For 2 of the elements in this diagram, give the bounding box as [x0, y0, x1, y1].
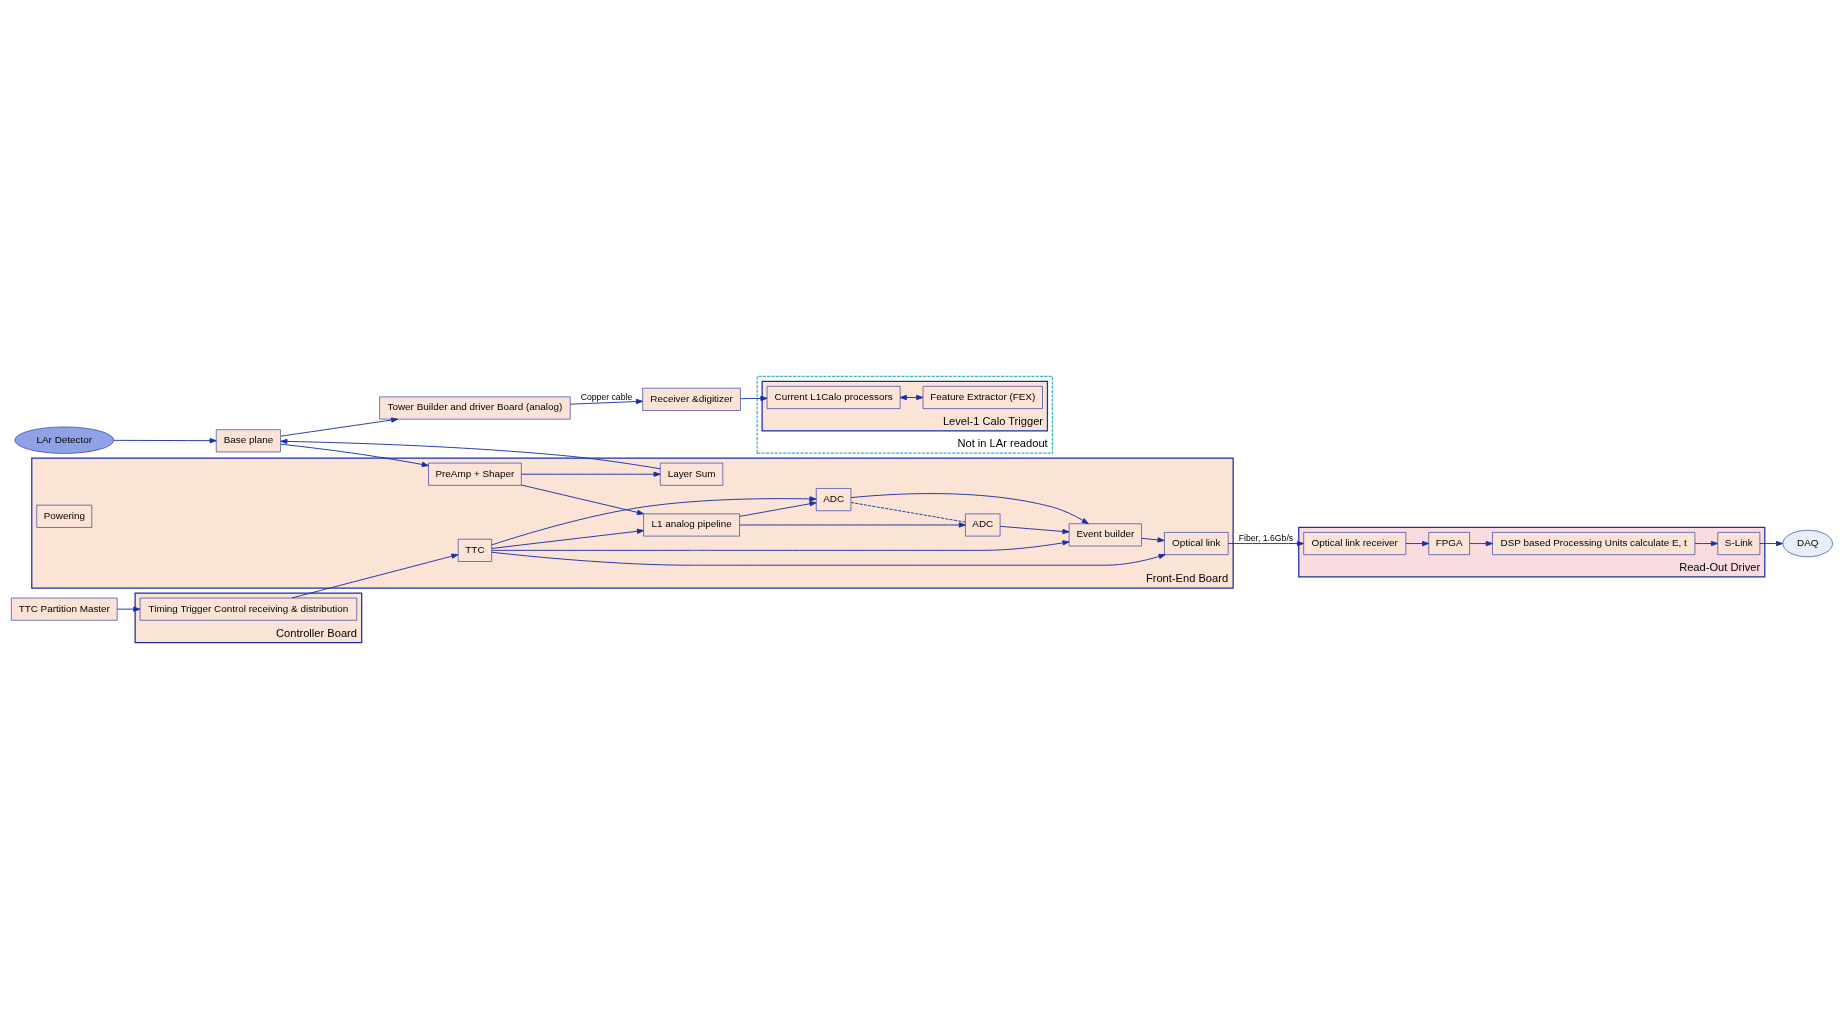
edge-label: Copper cable	[580, 391, 633, 402]
edge-label: Fiber, 1.6Gb/s	[1238, 532, 1294, 543]
